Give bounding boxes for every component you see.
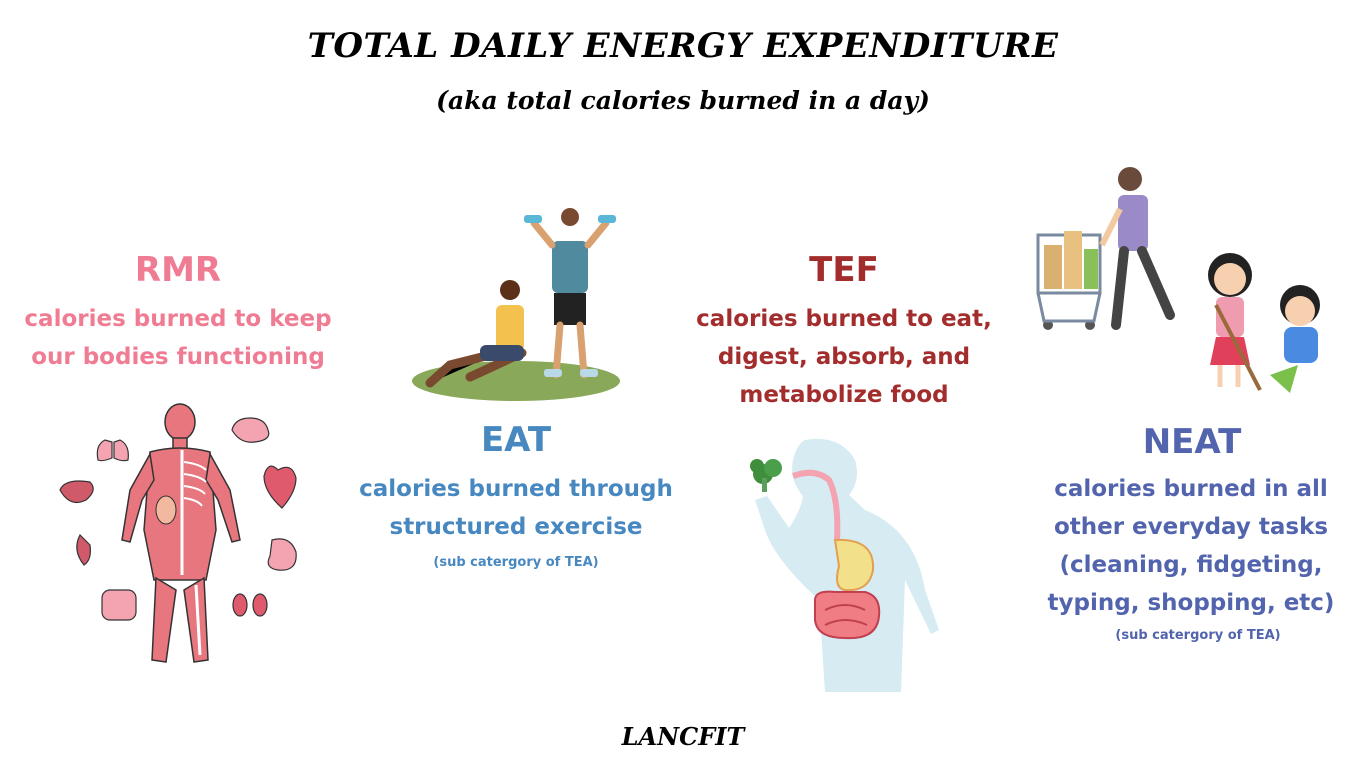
neat-line-1: calories burned in all — [1054, 476, 1328, 502]
human-anatomy-organs-icon — [59, 403, 297, 663]
shopping-cart-icon — [1036, 231, 1102, 330]
sitting-man — [425, 280, 527, 388]
neat-line-3: (cleaning, fidgeting, — [1059, 552, 1323, 578]
girl-sweeping — [1208, 253, 1262, 391]
lungs-icon — [96, 439, 129, 462]
page-subtitle: (aka total calories burned in a day) — [436, 86, 930, 115]
standing-man — [524, 208, 616, 379]
digestive-system-icon — [750, 438, 939, 692]
broccoli-icon — [750, 459, 782, 492]
intestines — [814, 590, 881, 640]
heart-icon — [263, 465, 297, 509]
neat-line-2: other everyday tasks — [1053, 514, 1329, 540]
eat-line-2: structured exercise — [389, 514, 643, 540]
tef-heading: TEF — [809, 250, 879, 290]
neat-line-4: typing, shopping, etc) — [1047, 590, 1335, 616]
boy-with-dustpan — [1270, 285, 1320, 393]
shopping-man — [1099, 167, 1175, 330]
eat-line-1: calories burned through — [359, 476, 673, 502]
grass-mat — [412, 361, 620, 401]
eat-description: calories burned through structured exerc… — [346, 470, 686, 546]
spleen-icon — [76, 534, 91, 566]
exercising-people-icon — [412, 208, 620, 401]
kidneys-icon — [232, 593, 268, 617]
rmr-heading: RMR — [134, 250, 222, 290]
body-figure — [121, 403, 241, 663]
tef-description: calories burned to eat, digest, absorb, … — [674, 300, 1014, 414]
page-title: TOTAL DAILY ENERGY EXPENDITURE — [307, 26, 1059, 66]
neat-note: (sub catergory of TEA) — [1115, 628, 1281, 643]
esophagus — [791, 469, 841, 541]
rmr-line-2: our bodies functioning — [31, 344, 325, 370]
brand-footer: LANCFIT — [621, 722, 745, 751]
eat-heading: EAT — [480, 420, 552, 460]
family-chores-icon — [1036, 167, 1320, 393]
rmr-description: calories burned to keep our bodies funct… — [18, 300, 338, 376]
liver-icon — [59, 480, 94, 503]
neat-heading: NEAT — [1142, 422, 1242, 462]
brain-icon — [231, 417, 270, 443]
rmr-line-1: calories burned to keep — [24, 306, 332, 332]
tef-line-1: calories burned to eat, — [696, 306, 992, 332]
stomach-icon — [267, 538, 297, 571]
tef-line-3: metabolize food — [739, 382, 949, 408]
intestines-icon — [101, 589, 137, 621]
stomach — [833, 538, 875, 592]
neat-description: calories burned in all other everyday ta… — [1016, 470, 1366, 622]
eat-note: (sub catergory of TEA) — [433, 555, 599, 570]
tef-line-2: digest, absorb, and — [717, 344, 971, 370]
